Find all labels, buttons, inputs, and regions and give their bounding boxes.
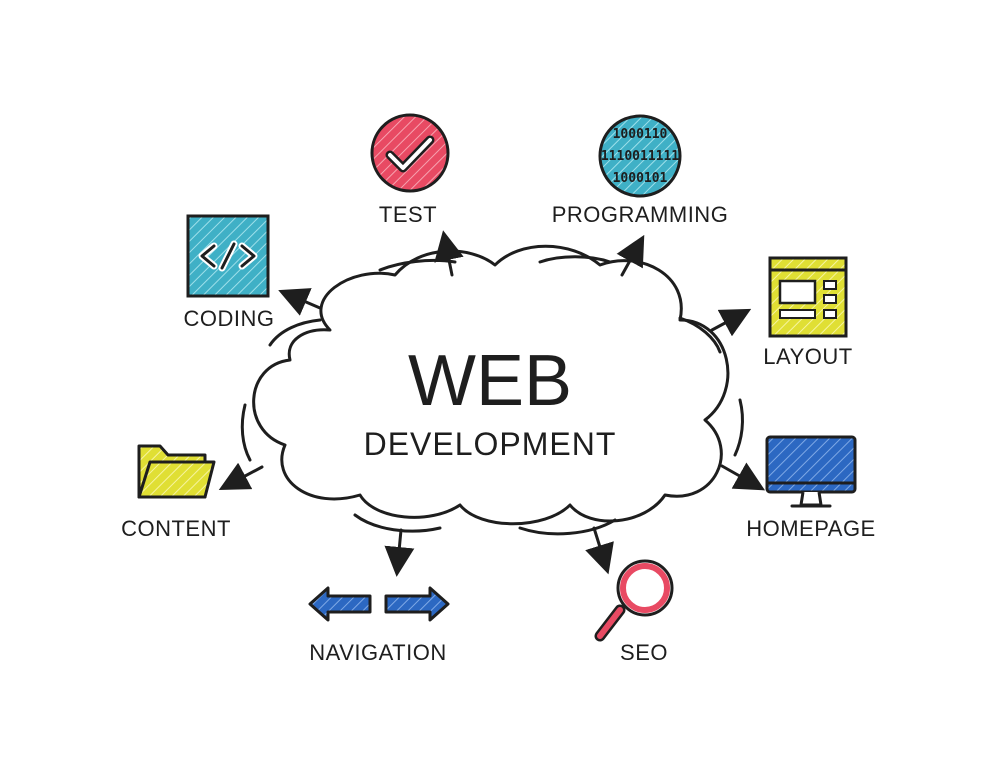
node-label-content: CONTENT [121,516,231,541]
monitor-icon [765,435,857,508]
binary-row-1: 1000110 [613,127,668,142]
checkmark-circle-icon [370,113,450,193]
binary-row-3: 1000101 [613,171,668,186]
arrow-coding [278,288,322,316]
cloud-shape [240,244,744,536]
arrow-seo [585,526,614,575]
arrow-homepage [720,462,766,491]
node-layout: LAYOUT [763,256,852,369]
node-label-coding: CODING [184,306,275,331]
node-label-test: TEST [379,202,437,227]
center-subtitle: DEVELOPMENT [364,426,617,462]
code-tag-icon [186,214,270,298]
node-coding: CODING [184,214,275,331]
node-seo: SEO [594,559,674,665]
node-programming: 1000110 1110011111 1000101 PROGRAMMING [552,114,729,227]
binary-globe-icon: 1000110 1110011111 1000101 [598,114,682,198]
connector-arrows [218,230,766,577]
node-label-seo: SEO [620,640,668,665]
folder-icon [137,444,216,499]
node-label-homepage: HOMEPAGE [746,516,876,541]
node-content: CONTENT [121,444,231,541]
arrow-programming [616,234,645,277]
node-homepage: HOMEPAGE [746,435,876,541]
magnifier-icon [594,559,674,642]
arrow-content [218,462,264,491]
node-label-navigation: NAVIGATION [309,640,446,665]
arrow-test [434,230,464,277]
node-label-layout: LAYOUT [763,344,852,369]
node-test: TEST [370,113,450,227]
node-label-programming: PROGRAMMING [552,202,729,227]
layout-window-icon [768,256,848,338]
node-navigation: NAVIGATION [308,586,450,665]
binary-row-2: 1110011111 [601,149,679,164]
arrows-left-right-icon [308,586,450,622]
arrow-layout [710,308,752,337]
arrow-navigation [384,528,415,577]
center-title: WEB [408,341,572,421]
